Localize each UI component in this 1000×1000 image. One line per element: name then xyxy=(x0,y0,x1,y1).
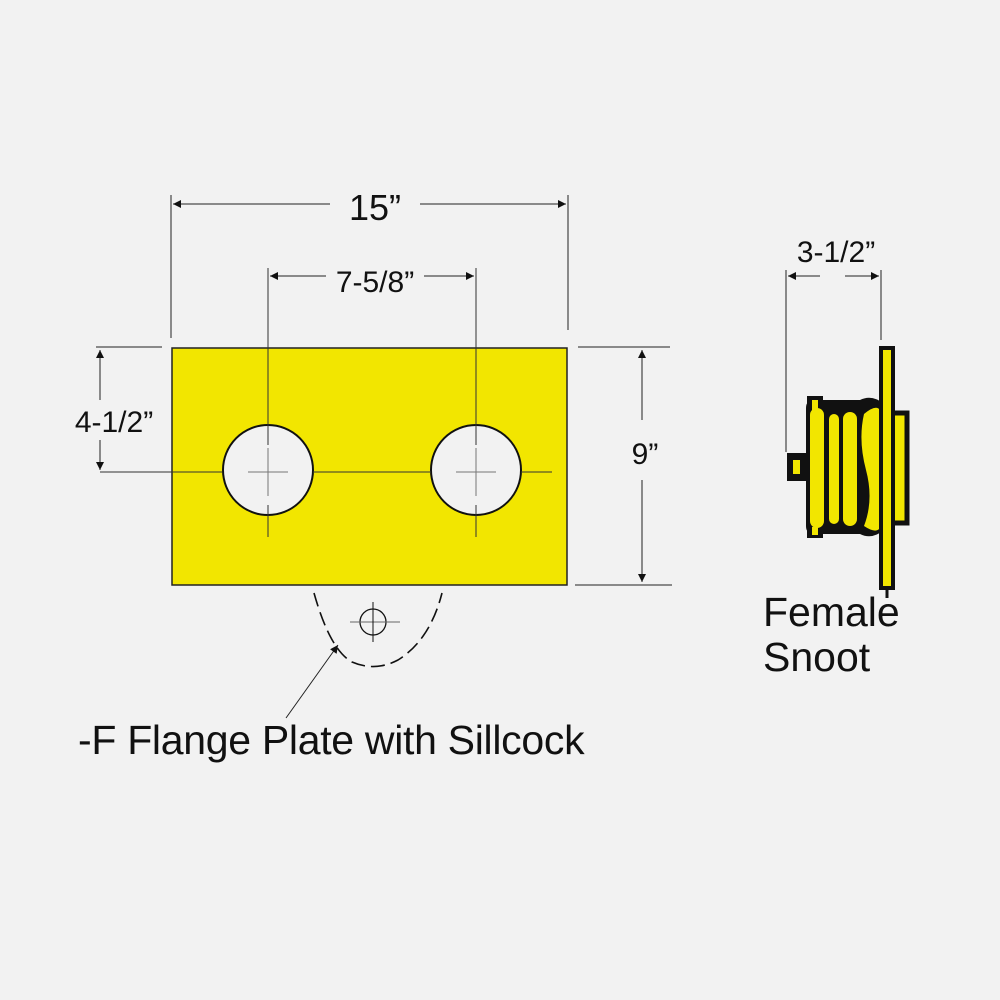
snoot-caption-line1: Female xyxy=(763,589,900,635)
snoot-caption: Female Snoot xyxy=(763,590,900,680)
snoot-caption-line2: Snoot xyxy=(763,634,871,680)
hole-height-dimension xyxy=(96,346,162,470)
sillcock-leader-arrow xyxy=(285,644,339,719)
height-label: 9” xyxy=(632,438,659,471)
female-snoot xyxy=(785,270,910,598)
flange-plate xyxy=(100,268,568,586)
hole-height-label: 4-1/2” xyxy=(75,406,153,439)
flange-plate-caption: -F Flange Plate with Sillcock xyxy=(78,717,585,763)
width-label: 15” xyxy=(349,187,401,228)
height-dimension xyxy=(575,346,672,586)
width-dimension xyxy=(170,195,569,338)
sillcock-outline xyxy=(313,592,443,668)
hole-spacing-label: 7-5/8” xyxy=(336,266,414,299)
snoot-depth-label: 3-1/2” xyxy=(797,236,875,269)
